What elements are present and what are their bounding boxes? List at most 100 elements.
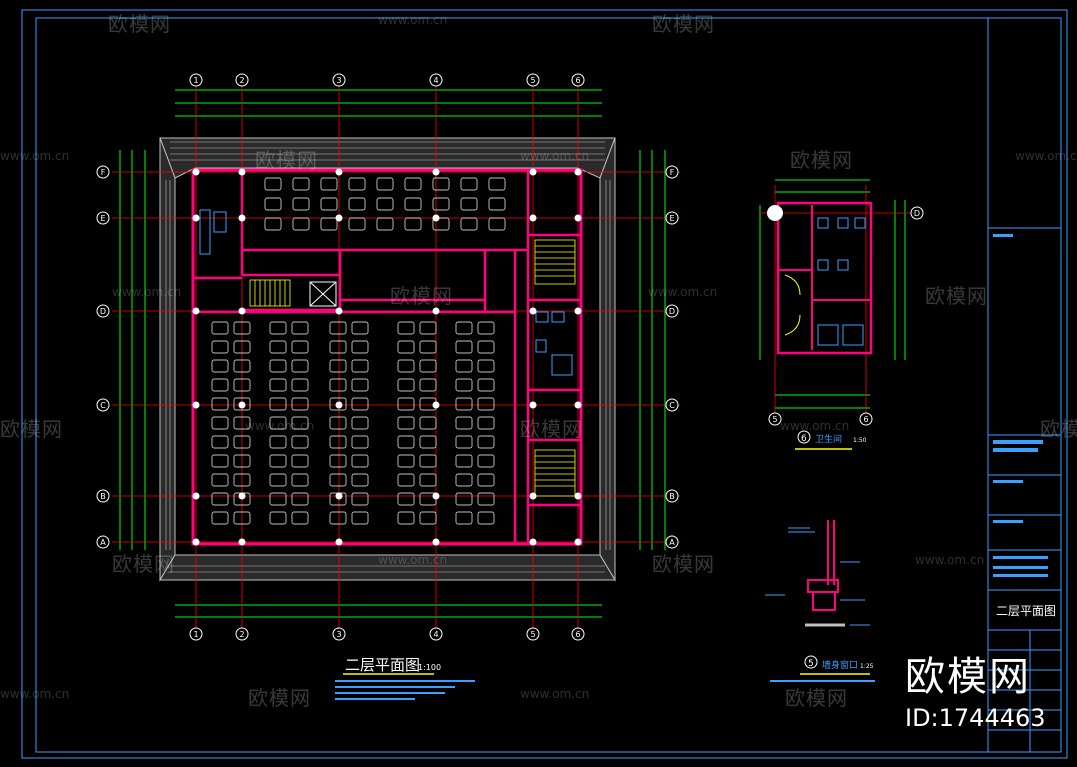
watermark-brand: 欧模网 bbox=[652, 12, 715, 36]
dining-table bbox=[397, 492, 415, 506]
column bbox=[192, 214, 200, 222]
dining-table bbox=[292, 217, 310, 231]
dining-table bbox=[460, 197, 478, 211]
watermark-brand: 欧模网 bbox=[1040, 417, 1077, 441]
dining-table bbox=[320, 177, 338, 191]
column bbox=[192, 307, 200, 315]
dining-table bbox=[455, 511, 473, 525]
dining-table bbox=[455, 321, 473, 335]
watermark-brand: 欧模网 bbox=[790, 148, 853, 172]
column bbox=[574, 168, 582, 176]
dining-table bbox=[477, 511, 495, 525]
dining-table bbox=[348, 197, 366, 211]
column bbox=[574, 307, 582, 315]
dining-table bbox=[477, 416, 495, 430]
dining-table bbox=[460, 177, 478, 191]
axis-bubble-x-2: 2 bbox=[235, 627, 249, 641]
dining-table bbox=[455, 416, 473, 430]
detail6-axis-5: 5 bbox=[768, 412, 782, 426]
dining-table bbox=[233, 511, 251, 525]
dining-table bbox=[269, 492, 287, 506]
dining-table bbox=[233, 378, 251, 392]
watermark-url: www.om.cn bbox=[112, 285, 182, 299]
dining-table bbox=[211, 340, 229, 354]
dining-table bbox=[397, 378, 415, 392]
dining-table bbox=[351, 435, 369, 449]
svg-text:6: 6 bbox=[863, 415, 868, 424]
dining-table bbox=[376, 217, 394, 231]
dining-table bbox=[233, 454, 251, 468]
dining-table bbox=[292, 197, 310, 211]
column bbox=[432, 538, 440, 546]
dining-table bbox=[329, 397, 347, 411]
svg-text:F: F bbox=[101, 168, 106, 177]
dining-table bbox=[269, 397, 287, 411]
left-service-room bbox=[199, 209, 227, 255]
dining-table bbox=[291, 321, 309, 335]
axis-bubble-x-6: 6 bbox=[571, 73, 585, 87]
svg-text:2: 2 bbox=[239, 76, 244, 85]
dining-table bbox=[397, 359, 415, 373]
main-plan-scale: 1:100 bbox=[418, 663, 441, 672]
column bbox=[192, 492, 200, 500]
dining-table bbox=[269, 454, 287, 468]
dining-table bbox=[269, 416, 287, 430]
detail6-axis-D: D bbox=[910, 206, 924, 220]
dining-table bbox=[269, 473, 287, 487]
column bbox=[529, 168, 537, 176]
svg-text:6: 6 bbox=[575, 630, 580, 639]
watermark-url: www.om.cn bbox=[648, 285, 718, 299]
svg-text:C: C bbox=[669, 401, 675, 410]
dining-table bbox=[477, 321, 495, 335]
axis-bubble-y-B: B bbox=[96, 489, 110, 503]
dining-table bbox=[233, 340, 251, 354]
dining-table bbox=[397, 340, 415, 354]
dining-table bbox=[264, 197, 282, 211]
column bbox=[192, 168, 200, 176]
svg-text:1: 1 bbox=[193, 76, 198, 85]
axis-bubble-y-F: F bbox=[665, 165, 679, 179]
axis-bubble-x-3: 3 bbox=[332, 73, 346, 87]
watermark-brand: 欧模网 bbox=[652, 552, 715, 576]
dining-table bbox=[211, 473, 229, 487]
dining-table bbox=[488, 177, 506, 191]
svg-text:5: 5 bbox=[772, 415, 777, 424]
dining-table bbox=[348, 177, 366, 191]
dining-table bbox=[269, 321, 287, 335]
dining-table bbox=[329, 378, 347, 392]
column bbox=[192, 401, 200, 409]
watermark-url: www.om.cn bbox=[378, 553, 448, 567]
roof-hatching bbox=[165, 141, 611, 573]
dining-table bbox=[291, 454, 309, 468]
dining-table bbox=[351, 492, 369, 506]
column bbox=[238, 538, 246, 546]
column bbox=[574, 214, 582, 222]
right-toilet-room bbox=[535, 311, 573, 376]
dining-table bbox=[432, 197, 450, 211]
svg-text:B: B bbox=[100, 492, 106, 501]
dining-table bbox=[329, 416, 347, 430]
dining-table bbox=[419, 454, 437, 468]
dining-table bbox=[397, 321, 415, 335]
column bbox=[238, 307, 246, 315]
svg-text:4: 4 bbox=[433, 76, 438, 85]
axis-bubble-x-2: 2 bbox=[235, 73, 249, 87]
detail6-title: 卫生间 bbox=[815, 433, 842, 445]
column bbox=[432, 168, 440, 176]
svg-text:3: 3 bbox=[336, 630, 341, 639]
dining-table bbox=[419, 340, 437, 354]
column bbox=[529, 214, 537, 222]
column bbox=[574, 538, 582, 546]
detail6-axis-6: 6 bbox=[859, 412, 873, 426]
dining-table bbox=[291, 492, 309, 506]
dining-table bbox=[291, 416, 309, 430]
axis-bubble-x-1: 1 bbox=[189, 73, 203, 87]
dining-table bbox=[455, 378, 473, 392]
column bbox=[335, 538, 343, 546]
watermark-brand: 欧模网 bbox=[255, 148, 318, 172]
dining-table bbox=[455, 359, 473, 373]
model-id: ID:1744463 bbox=[905, 704, 1046, 732]
dining-table bbox=[419, 473, 437, 487]
dining-table bbox=[404, 197, 422, 211]
